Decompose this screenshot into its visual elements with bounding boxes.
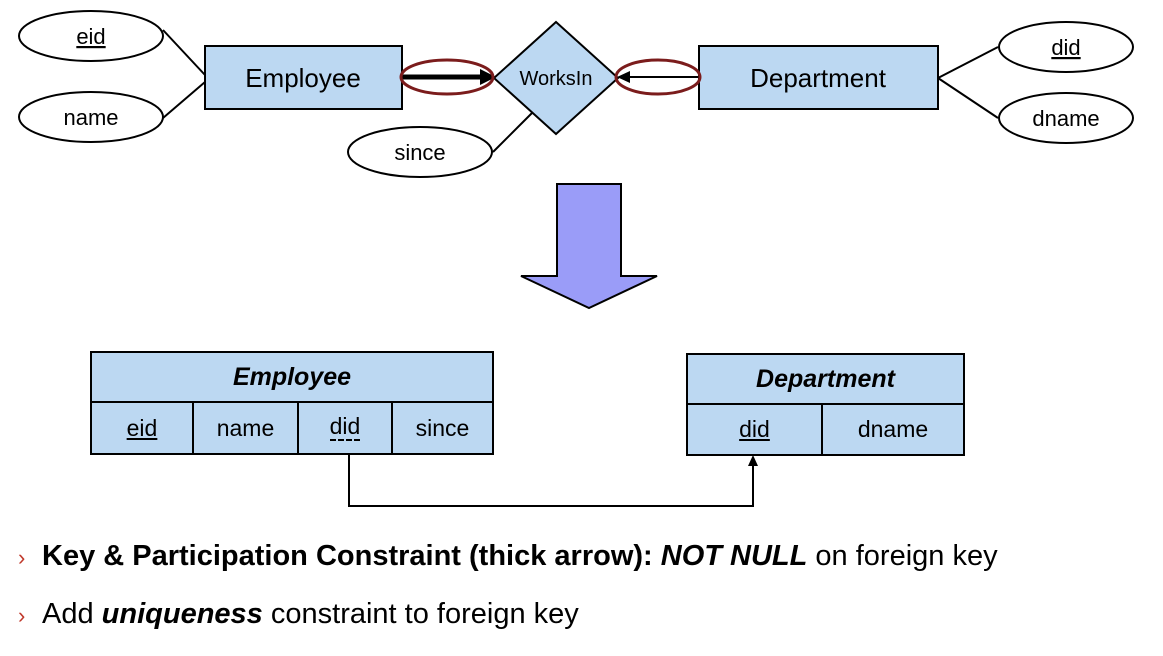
- bullet-1-emphasis: NOT NULL: [660, 540, 808, 572]
- bullet-list: › Key & Participation Constraint (thick …: [18, 540, 1138, 656]
- attr-since-label: since: [394, 140, 445, 165]
- employee-col-eid-label: eid: [126, 414, 158, 441]
- entity-department-label: Department: [750, 63, 887, 93]
- attr-name-label: name: [63, 105, 118, 130]
- employee-col-since: since: [393, 403, 492, 453]
- relationship-worksin: WorksIn: [492, 20, 620, 136]
- bullet-1-bold-text: Key & Participation Constraint (thick ar…: [42, 540, 661, 572]
- participation-marker-ring: [399, 58, 495, 96]
- key-marker-ring: [614, 58, 702, 96]
- attr-did-label: did: [1051, 35, 1080, 60]
- since-connector: [492, 111, 534, 153]
- did-connector: [937, 46, 999, 79]
- department-col-dname: dname: [823, 405, 963, 454]
- entity-employee: Employee: [204, 45, 403, 110]
- department-col-did-label: did: [739, 416, 770, 442]
- bullet-chevron-icon: ›: [18, 603, 26, 628]
- relationship-worksin-label: WorksIn: [520, 68, 593, 90]
- bullet-1-rest: on foreign key: [807, 540, 998, 572]
- employee-col-did-label: did: [329, 413, 361, 441]
- employee-col-since-label: since: [415, 414, 470, 441]
- down-arrow: [520, 183, 658, 310]
- thick-arrow: [399, 58, 496, 96]
- bullet-2-plain: Add: [42, 598, 102, 630]
- bullet-2-emphasis: uniqueness: [101, 598, 263, 630]
- department-col-dname-label: dname: [857, 416, 929, 442]
- department-table-title: Department: [688, 355, 963, 405]
- department-col-did: did: [688, 405, 823, 454]
- thin-arrow: [614, 58, 702, 96]
- attr-eid: eid: [18, 10, 164, 62]
- bullet-item: › Add uniqueness constraint to foreign k…: [18, 598, 1138, 656]
- attr-eid-label: eid: [76, 24, 105, 49]
- bullet-item: › Key & Participation Constraint (thick …: [18, 540, 1138, 598]
- foreign-key-arrow: [348, 455, 758, 507]
- employee-col-did: did: [299, 403, 393, 453]
- entity-employee-label: Employee: [245, 63, 361, 93]
- employee-col-name: name: [194, 403, 299, 453]
- attr-since: since: [347, 126, 493, 178]
- eid-connector: [162, 29, 206, 76]
- attr-did: did: [998, 21, 1134, 73]
- employee-col-eid: eid: [92, 403, 194, 453]
- employee-table: Employee eid name did since: [90, 351, 494, 455]
- attr-dname: dname: [998, 92, 1134, 144]
- attr-dname-label: dname: [1032, 106, 1099, 131]
- dname-connector: [937, 77, 999, 119]
- name-connector: [162, 81, 206, 119]
- bullet-chevron-icon: ›: [18, 545, 26, 570]
- employee-col-name-label: name: [216, 414, 275, 441]
- employee-table-title: Employee: [92, 353, 492, 403]
- department-table: Department did dname: [686, 353, 965, 456]
- entity-department: Department: [698, 45, 939, 110]
- attr-name: name: [18, 91, 164, 143]
- bullet-2-rest: constraint to foreign key: [262, 598, 579, 630]
